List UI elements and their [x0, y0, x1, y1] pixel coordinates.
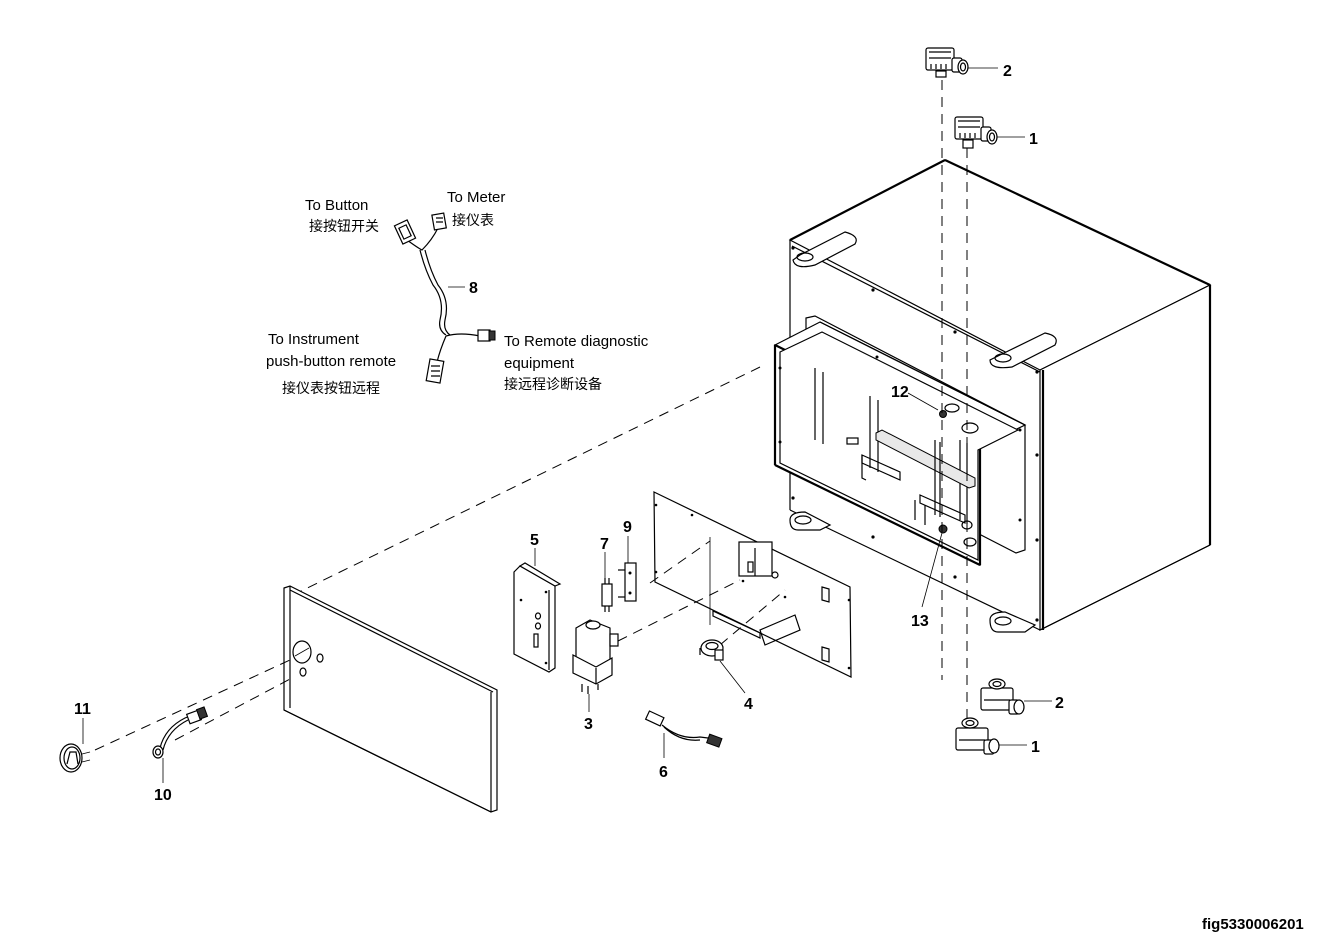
callout-1-bottom: 1	[1031, 739, 1040, 756]
note-to-meter-cn: 接仪表	[452, 212, 494, 229]
assembly-line	[294, 366, 761, 595]
assembly-line	[719, 589, 786, 646]
note-to-instrument-cn: 接仪表按钮远程	[282, 380, 380, 397]
leader-lines	[82, 67, 1052, 783]
callout-8: 8	[469, 280, 478, 297]
note-to-remote-cn: 接远程诊断设备	[504, 376, 602, 393]
callout-2-top: 2	[1003, 63, 1012, 80]
note-to-button-en: To Button	[305, 197, 368, 214]
assembly-line	[649, 540, 711, 584]
callout-10: 10	[154, 787, 172, 804]
connector-1-top	[954, 116, 998, 149]
mounting-lug	[989, 611, 1037, 633]
callout-7: 7	[600, 536, 609, 553]
mounting-lug	[789, 511, 832, 531]
grommet-12-mark	[939, 410, 947, 418]
callout-1-top: 1	[1029, 131, 1038, 148]
connector-to-meter	[431, 212, 447, 231]
enclosure-box	[773, 159, 1212, 633]
figure-id: fig5330006201	[1202, 916, 1304, 933]
callout-3: 3	[584, 716, 593, 733]
note-to-remote-en-1: To Remote diagnostic	[504, 333, 649, 350]
callout-4: 4	[744, 696, 753, 713]
sensor-ring-4	[699, 639, 724, 661]
note-to-remote-en-2: equipment	[504, 355, 575, 372]
callout-13: 13	[911, 613, 929, 630]
note-to-button-cn: 接按钮开关	[309, 218, 379, 235]
callout-9: 9	[623, 519, 632, 536]
callout-6: 6	[659, 764, 668, 781]
grommet-13-mark	[938, 524, 948, 534]
connector-to-remote	[477, 329, 496, 342]
assembly-line	[617, 579, 741, 642]
mounting-plate	[653, 491, 852, 678]
connector-to-instrument	[425, 358, 445, 384]
gauge-meter-11	[59, 743, 91, 773]
control-module-5	[513, 562, 562, 673]
callout-5: 5	[530, 532, 539, 549]
connector-to-button	[393, 219, 417, 245]
callout-2-bottom: 2	[1055, 695, 1064, 712]
connector-2-bottom	[980, 678, 1025, 715]
fuse-7	[601, 578, 613, 612]
connector-2-top	[925, 47, 969, 78]
contactor-on-plate	[738, 541, 779, 579]
callout-11: 11	[74, 701, 91, 718]
mounting-lug	[989, 332, 1057, 369]
wire-harness-8	[393, 212, 496, 384]
fuse-holder-9	[618, 562, 637, 602]
front-panel	[283, 585, 498, 813]
relay-3	[572, 619, 619, 694]
indicator-lamp-10	[152, 706, 209, 759]
mounting-lug	[792, 231, 857, 268]
note-to-meter-en: To Meter	[447, 189, 505, 206]
jumper-harness-6	[644, 710, 723, 748]
note-to-instrument-en-2: push-button remote	[266, 353, 396, 370]
connector-1-bottom	[955, 717, 1000, 755]
assembly-line	[94, 659, 291, 751]
callout-12: 12	[891, 384, 909, 401]
assembly-line	[174, 677, 293, 741]
note-to-instrument-en-1: To Instrument	[268, 331, 360, 348]
